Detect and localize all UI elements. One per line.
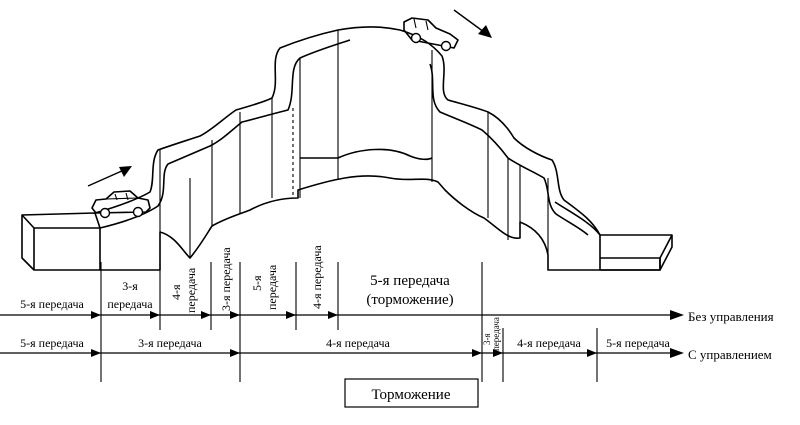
no-control-seg7-b: (торможение) xyxy=(366,292,453,308)
with-control-seg2: 3-я передача xyxy=(138,336,202,350)
no-control-seg1: 5-я передача xyxy=(20,297,84,311)
label-no-control: Без управления xyxy=(688,309,774,324)
no-control-seg2-b: передача xyxy=(107,297,153,311)
braking-box: Торможение xyxy=(344,378,479,408)
road-illustration xyxy=(21,9,673,271)
with-control-seg4-b: передача xyxy=(491,317,501,351)
road-outer-edge xyxy=(100,175,661,271)
with-control-seg6: 5-я передача xyxy=(606,336,670,350)
with-control-seg4-a: 3-я xyxy=(482,333,492,345)
no-control-seg2-a: 3-я xyxy=(122,279,138,293)
road-descent-upper xyxy=(399,29,601,236)
road-left-block xyxy=(21,214,101,271)
schedule-with-control: С управлением 5-я передача 3-я передача … xyxy=(0,262,772,382)
road-right-top xyxy=(554,201,660,259)
motion-arrow-right-icon xyxy=(453,9,492,38)
motion-arrow-left-icon xyxy=(87,166,132,187)
boundaries-no-control xyxy=(91,262,339,382)
no-control-seg5-b: передача xyxy=(265,264,279,310)
road-ascent-upper xyxy=(94,26,401,214)
road-ascent-lower xyxy=(99,39,351,229)
axis-with-control-arrow-icon xyxy=(670,348,684,358)
with-control-seg1: 5-я передача xyxy=(20,336,84,350)
boundaries-with-control xyxy=(91,262,598,382)
axis-no-control-arrow-icon xyxy=(670,310,684,320)
no-control-seg7-a: 5-я передача xyxy=(370,273,450,289)
car-right-icon xyxy=(403,17,459,52)
label-with-control: С управлением xyxy=(688,347,772,362)
no-control-seg5-a: 5-я xyxy=(250,275,264,291)
no-control-seg4: 3-я передача xyxy=(219,247,233,311)
road-edges xyxy=(159,30,549,258)
no-control-seg6: 4-я передача xyxy=(310,245,324,309)
with-control-seg5: 4-я передача xyxy=(517,336,581,350)
road-descent-lower xyxy=(429,63,589,236)
with-control-seg3: 4-я передача xyxy=(326,336,390,350)
road-right-block xyxy=(599,234,673,271)
road-plateau-seam xyxy=(300,148,433,161)
road-left-top xyxy=(21,212,101,229)
no-control-seg3-a: 4-я xyxy=(169,284,183,300)
schedule-no-control: Без управления 5-я передача 3-я передача… xyxy=(0,245,774,382)
car-left-icon xyxy=(91,190,151,219)
braking-label: Торможение xyxy=(372,387,451,403)
no-control-seg3-b: передача xyxy=(184,267,198,313)
